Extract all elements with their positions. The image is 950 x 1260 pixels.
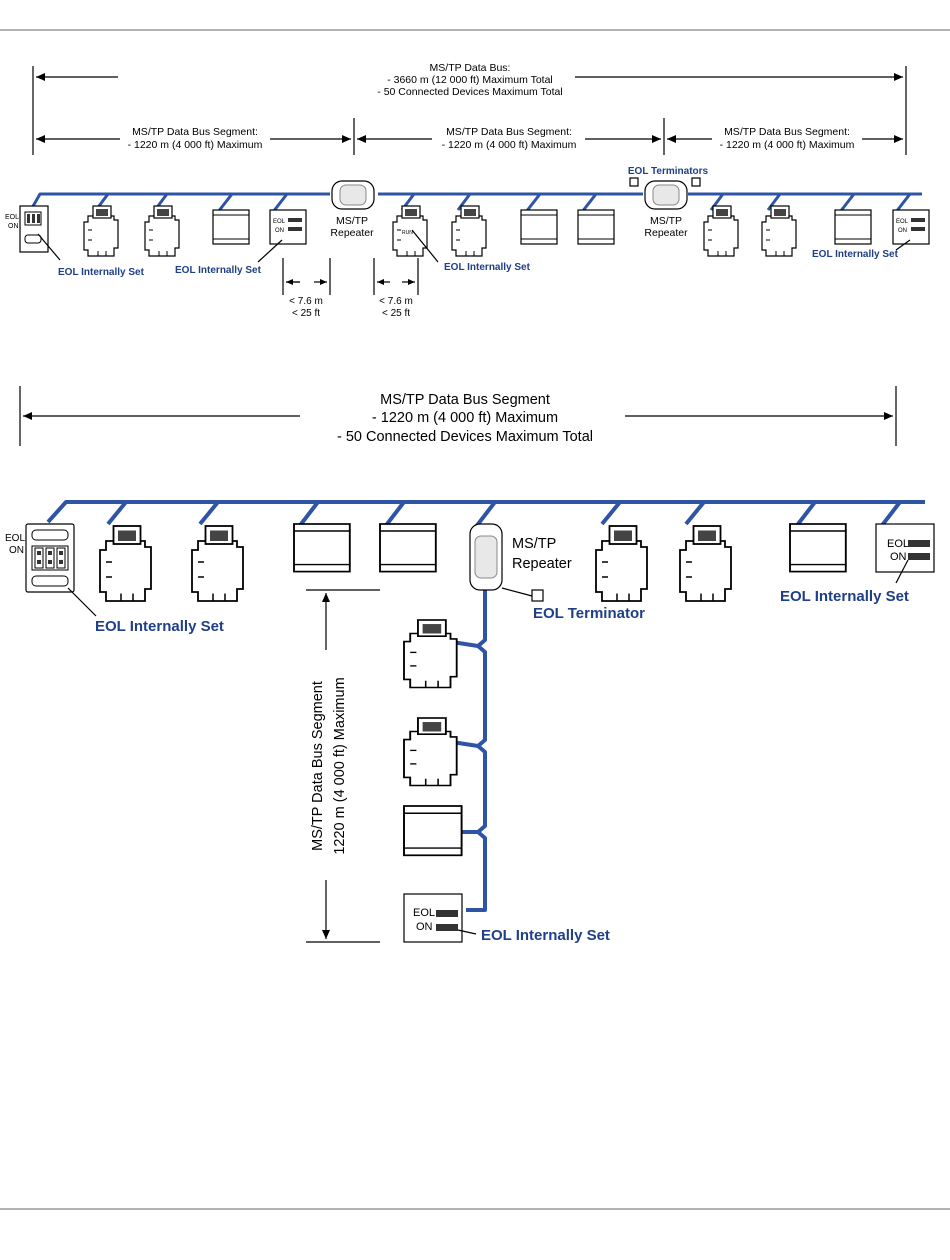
bottom-dim-line2: - 1220 m (4 000 ft) Maximum <box>372 410 558 426</box>
spacing1-line2: < 25 ft <box>292 308 320 319</box>
top-diagram: MS/TP Data Bus: - 3660 m (12 000 ft) Max… <box>5 62 930 319</box>
top-controller-2 <box>144 205 180 257</box>
top-controller-3: RUN <box>392 205 428 257</box>
top-eol-module-2: EOL ON <box>892 209 930 245</box>
top-eol-label-4: EOL Internally Set <box>812 249 899 260</box>
branch-controller-2 <box>403 717 458 787</box>
bottom-repeater-line1: MS/TP <box>512 536 556 552</box>
top-eol-label-1: EOL Internally Set <box>58 267 145 278</box>
device-label: EOL <box>887 538 909 550</box>
top-module-4 <box>834 209 872 245</box>
top-controller-1 <box>83 205 119 257</box>
vertical-dim-line1: MS/TP Data Bus Segment <box>310 681 326 851</box>
total-dim-line2: - 3660 m (12 000 ft) Maximum Total <box>387 74 553 86</box>
vertical-dim-line2: 1220 m (4 000 ft) Maximum <box>332 677 348 854</box>
top-controller-4 <box>451 205 487 257</box>
bottom-dim-line1: MS/TP Data Bus Segment <box>380 392 550 408</box>
bottom-controller-4 <box>679 525 732 602</box>
device-label: RUN <box>402 230 413 236</box>
device-label: ON <box>275 228 284 234</box>
device-label: ON <box>416 921 433 933</box>
top-module-2 <box>520 209 558 245</box>
top-repeater2-line2: Repeater <box>644 227 688 239</box>
bottom-module-2 <box>379 523 437 573</box>
top-eol-module-1: EOL ON <box>269 209 307 245</box>
top-module-1 <box>212 209 250 245</box>
bottom-diagram: MS/TP Data Bus Segment - 1220 m (4 000 f… <box>5 386 935 944</box>
bottom-controller-1 <box>99 525 152 602</box>
device-label: EOL <box>896 219 909 225</box>
top-eol-terminator-right <box>691 177 701 187</box>
top-repeater1-line1: MS/TP <box>336 215 368 227</box>
device-label: ON <box>898 228 907 234</box>
bottom-first-controller: EOL ON <box>5 523 75 593</box>
top-eol-label-2: EOL Internally Set <box>175 265 262 276</box>
spacing2-line2: < 25 ft <box>382 308 410 319</box>
spacing2-line1: < 7.6 m <box>379 296 413 307</box>
bottom-controller-3 <box>595 525 648 602</box>
bottom-first-switch-eol: EOL <box>5 533 25 544</box>
top-repeater-1 <box>331 180 375 210</box>
bottom-first-switch-on: ON <box>9 545 24 556</box>
bottom-module-1 <box>293 523 351 573</box>
segment1-line2: - 1220 m (4 000 ft) Maximum <box>128 139 263 151</box>
top-first-switch-on: ON <box>8 223 19 230</box>
bottom-controller-2 <box>191 525 244 602</box>
top-module-3 <box>577 209 615 245</box>
segment2-line1: MS/TP Data Bus Segment: <box>446 126 572 138</box>
bottom-repeater <box>469 523 503 591</box>
top-controller-6 <box>761 205 797 257</box>
bottom-dim-line3: - 50 Connected Devices Maximum Total <box>337 429 593 445</box>
device-label: EOL <box>273 219 286 225</box>
top-repeater1-line2: Repeater <box>330 227 374 239</box>
bottom-eol-module-1: EOL ON <box>875 523 935 573</box>
segment1-line1: MS/TP Data Bus Segment: <box>132 126 258 138</box>
spacing1-line1: < 7.6 m <box>289 296 323 307</box>
segment3-line2: - 1220 m (4 000 ft) Maximum <box>720 139 855 151</box>
bottom-eol-label-3: EOL Internally Set <box>481 927 610 944</box>
bottom-eol-label-2: EOL Internally Set <box>780 588 909 605</box>
top-eol-terminator-left <box>629 177 639 187</box>
top-controller-5 <box>703 205 739 257</box>
bottom-repeater-line2: Repeater <box>512 556 572 572</box>
device-label: EOL <box>413 907 435 919</box>
top-eol-terminators-label: EOL Terminators <box>628 166 709 177</box>
bottom-eol-label-1: EOL Internally Set <box>95 618 224 635</box>
top-first-switch-eol: EOL <box>5 214 19 221</box>
top-first-controller: EOL ON <box>5 205 49 253</box>
device-label: ON <box>890 551 907 563</box>
branch-controller-1 <box>403 619 458 689</box>
bottom-eol-terminator-label: EOL Terminator <box>533 605 645 622</box>
branch-module-1 <box>403 805 463 857</box>
segment2-line2: - 1220 m (4 000 ft) Maximum <box>442 139 577 151</box>
segment3-line1: MS/TP Data Bus Segment: <box>724 126 850 138</box>
top-repeater-2 <box>644 180 688 210</box>
branch-eol-module: EOL ON <box>403 893 463 943</box>
bottom-module-3 <box>789 523 847 573</box>
total-dim-line3: - 50 Connected Devices Maximum Total <box>377 86 562 98</box>
top-eol-label-3: EOL Internally Set <box>444 262 531 273</box>
bottom-eol-terminator <box>531 589 544 602</box>
top-repeater2-line1: MS/TP <box>650 215 682 227</box>
total-dim-line1: MS/TP Data Bus: <box>430 62 511 74</box>
